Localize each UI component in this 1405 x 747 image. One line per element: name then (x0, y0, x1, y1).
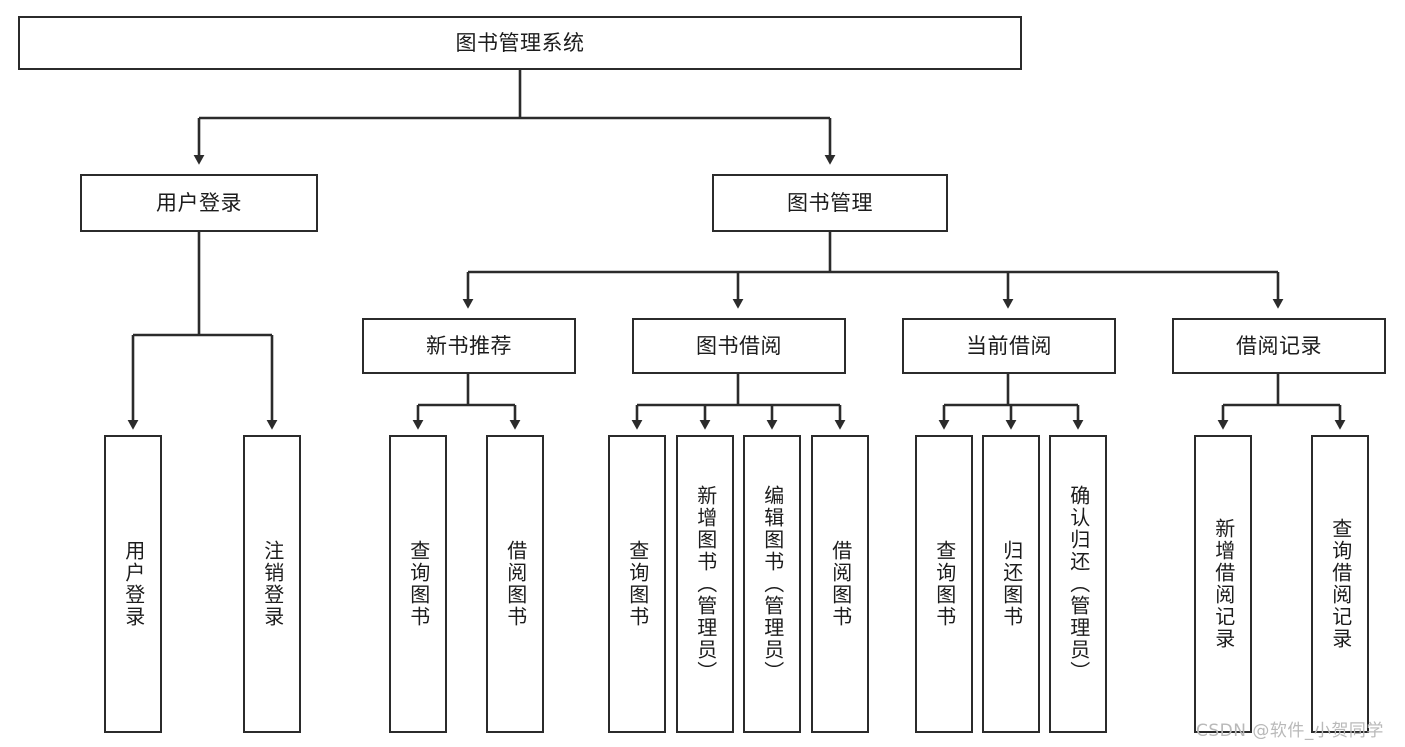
node-leaf-record-query[interactable]: 查询借阅记录 (1311, 435, 1369, 733)
node-book-management[interactable]: 图书管理 (712, 174, 948, 232)
csdn-watermark: CSDN @软件_小贺同学 (1196, 721, 1384, 741)
node-root-label: 图书管理系统 (455, 30, 585, 55)
node-leaf-newbook-borrow-label: 借阅图书 (503, 540, 528, 628)
node-leaf-borrow-query-label: 查询图书 (625, 540, 650, 628)
node-leaf-current-confirm[interactable]: 确认归还（管理员） (1049, 435, 1107, 733)
node-leaf-current-query[interactable]: 查询图书 (915, 435, 973, 733)
node-leaf-user-logout-label: 注销登录 (260, 540, 285, 628)
node-leaf-user-login-label: 用户登录 (121, 540, 146, 628)
node-leaf-borrow-add[interactable]: 新增图书（管理员） (676, 435, 734, 733)
node-leaf-borrow-edit-label: 编辑图书（管理员） (760, 485, 785, 683)
node-leaf-borrow-add-label: 新增图书（管理员） (693, 485, 718, 683)
node-leaf-newbook-query-label: 查询图书 (406, 540, 431, 628)
node-leaf-borrow-book-label: 借阅图书 (828, 540, 853, 628)
node-user-login-label: 用户登录 (156, 190, 242, 215)
node-leaf-record-add-label: 新增借阅记录 (1211, 518, 1236, 650)
node-root[interactable]: 图书管理系统 (18, 16, 1022, 70)
node-book-management-label: 图书管理 (787, 190, 873, 215)
node-current-borrow-label: 当前借阅 (966, 333, 1052, 358)
node-borrow-record[interactable]: 借阅记录 (1172, 318, 1386, 374)
node-leaf-current-query-label: 查询图书 (932, 540, 957, 628)
node-leaf-current-return-label: 归还图书 (999, 540, 1024, 628)
node-leaf-newbook-borrow[interactable]: 借阅图书 (486, 435, 544, 733)
node-leaf-current-return[interactable]: 归还图书 (982, 435, 1040, 733)
node-book-borrow[interactable]: 图书借阅 (632, 318, 846, 374)
node-leaf-user-logout[interactable]: 注销登录 (243, 435, 301, 733)
node-leaf-record-query-label: 查询借阅记录 (1328, 518, 1353, 650)
node-user-login[interactable]: 用户登录 (80, 174, 318, 232)
node-leaf-current-confirm-label: 确认归还（管理员） (1066, 485, 1091, 683)
node-book-borrow-label: 图书借阅 (696, 333, 782, 358)
node-leaf-record-add[interactable]: 新增借阅记录 (1194, 435, 1252, 733)
node-borrow-record-label: 借阅记录 (1236, 333, 1322, 358)
node-new-book-recommend[interactable]: 新书推荐 (362, 318, 576, 374)
node-leaf-borrow-edit[interactable]: 编辑图书（管理员） (743, 435, 801, 733)
node-leaf-newbook-query[interactable]: 查询图书 (389, 435, 447, 733)
node-leaf-borrow-book[interactable]: 借阅图书 (811, 435, 869, 733)
node-leaf-user-login[interactable]: 用户登录 (104, 435, 162, 733)
node-current-borrow[interactable]: 当前借阅 (902, 318, 1116, 374)
node-leaf-borrow-query[interactable]: 查询图书 (608, 435, 666, 733)
node-new-book-recommend-label: 新书推荐 (426, 333, 512, 358)
